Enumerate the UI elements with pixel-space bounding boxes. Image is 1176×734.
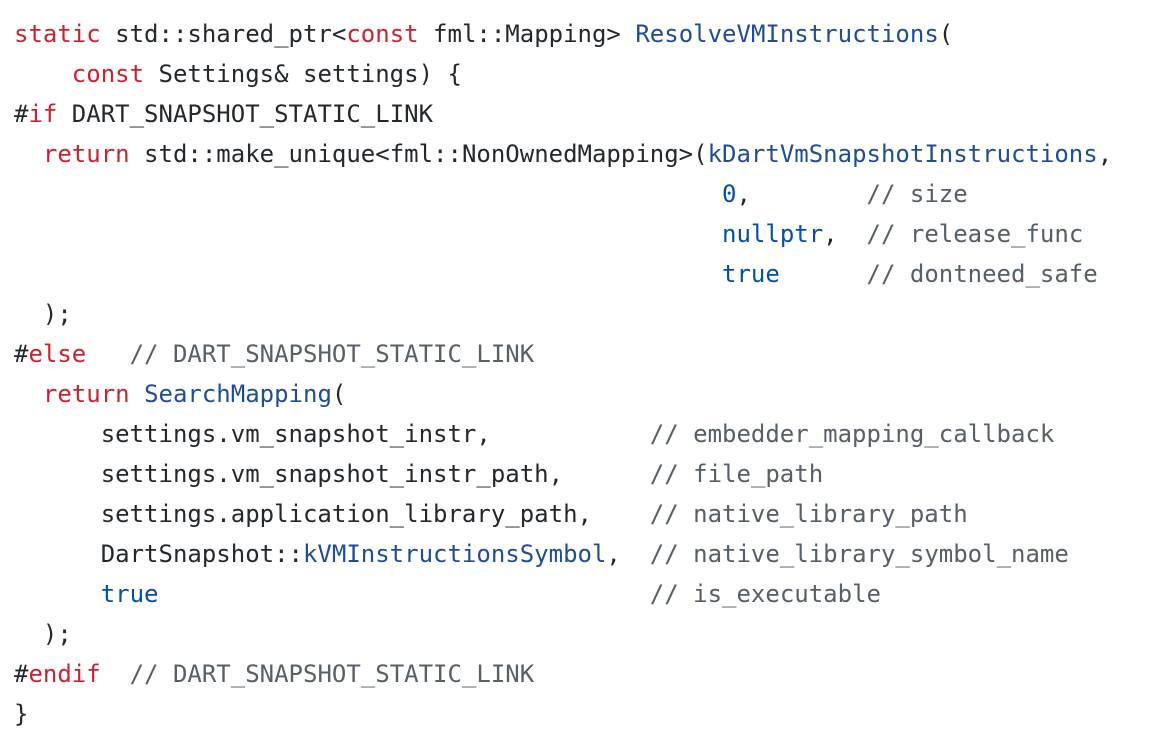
code-line: #if DART_SNAPSHOT_STATIC_LINK [14, 94, 1176, 134]
code-token: kVMInstructionsSymbol [302, 540, 607, 568]
code-token: // embedder_mapping_callback [649, 420, 1055, 448]
code-token: ); [14, 300, 72, 328]
code-token [159, 580, 650, 608]
code-token [14, 580, 101, 608]
code-token: // native_library_path [649, 500, 968, 528]
code-token: const [346, 20, 419, 48]
code-line: ); [14, 614, 1176, 654]
code-token: // size [866, 180, 968, 208]
code-line: settings.vm_snapshot_instr, // embedder_… [14, 414, 1176, 454]
code-token: return [42, 380, 130, 408]
code-token: std::make_unique<fml::NonOwnedMapping>( [129, 140, 708, 168]
code-line: #else // DART_SNAPSHOT_STATIC_LINK [14, 334, 1176, 374]
code-token: std::shared_ptr< [100, 20, 347, 48]
code-token: // native_library_symbol_name [649, 540, 1069, 568]
code-line: settings.vm_snapshot_instr_path, // file… [14, 454, 1176, 494]
code-token [14, 380, 43, 408]
code-token: # [14, 660, 29, 688]
code-token [14, 60, 72, 88]
code-token: # [14, 340, 29, 368]
code-token: settings.vm_snapshot_instr_path, [14, 460, 650, 488]
code-line: const Settings& settings) { [14, 54, 1176, 94]
code-line: true // dontneed_safe [14, 254, 1176, 294]
code-line: return std::make_unique<fml::NonOwnedMap… [14, 134, 1176, 174]
code-token: DART_SNAPSHOT_STATIC_LINK [57, 100, 434, 128]
code-token: if [28, 100, 58, 128]
code-token: SearchMapping [144, 380, 332, 408]
code-token: nullptr [722, 220, 824, 248]
code-token: // release_func [866, 220, 1084, 248]
code-token: ( [331, 380, 347, 408]
code-token [14, 140, 43, 168]
code-line: 0, // size [14, 174, 1176, 214]
code-token: ( [938, 20, 954, 48]
code-token: // file_path [649, 460, 824, 488]
code-line: nullptr, // release_func [14, 214, 1176, 254]
code-token: , [1097, 140, 1113, 168]
code-line: true // is_executable [14, 574, 1176, 614]
code-token: DartSnapshot:: [14, 540, 303, 568]
code-token: } [14, 700, 29, 728]
code-line: #endif // DART_SNAPSHOT_STATIC_LINK [14, 654, 1176, 694]
code-token: , [736, 180, 867, 208]
code-token [14, 260, 722, 288]
code-token: // DART_SNAPSHOT_STATIC_LINK [129, 660, 535, 688]
code-token: , [606, 540, 650, 568]
code-token: settings.application_library_path, [14, 500, 650, 528]
code-token [14, 180, 722, 208]
code-token: kDartVmSnapshotInstructions [707, 140, 1098, 168]
code-token: 0 [722, 180, 737, 208]
code-token: // dontneed_safe [866, 260, 1098, 288]
code-line: static std::shared_ptr<const fml::Mappin… [14, 14, 1176, 54]
code-line: ); [14, 294, 1176, 334]
code-token: fml::Mapping> [418, 20, 636, 48]
code-token: true [100, 580, 159, 608]
code-token: Settings& settings) { [144, 60, 462, 88]
code-token: ); [14, 620, 72, 648]
code-token: else [28, 340, 87, 368]
code-token: ResolveVMInstructions [635, 20, 939, 48]
code-token: // is_executable [649, 580, 881, 608]
code-token: endif [28, 660, 101, 688]
code-line: } [14, 694, 1176, 734]
code-token: static [14, 20, 101, 48]
code-token: settings.vm_snapshot_instr, [14, 420, 650, 448]
code-line: settings.application_library_path, // na… [14, 494, 1176, 534]
code-line: return SearchMapping( [14, 374, 1176, 414]
code-token: , [823, 220, 867, 248]
code-token: return [42, 140, 130, 168]
code-token [780, 260, 867, 288]
code-token [130, 380, 144, 408]
code-token: true [722, 260, 780, 288]
code-token [101, 660, 130, 688]
code-token: const [71, 60, 145, 88]
code-token: // DART_SNAPSHOT_STATIC_LINK [129, 340, 535, 368]
code-token [14, 220, 722, 248]
code-token [86, 340, 129, 368]
code-line: DartSnapshot::kVMInstructionsSymbol, // … [14, 534, 1176, 574]
code-token: # [14, 100, 29, 128]
